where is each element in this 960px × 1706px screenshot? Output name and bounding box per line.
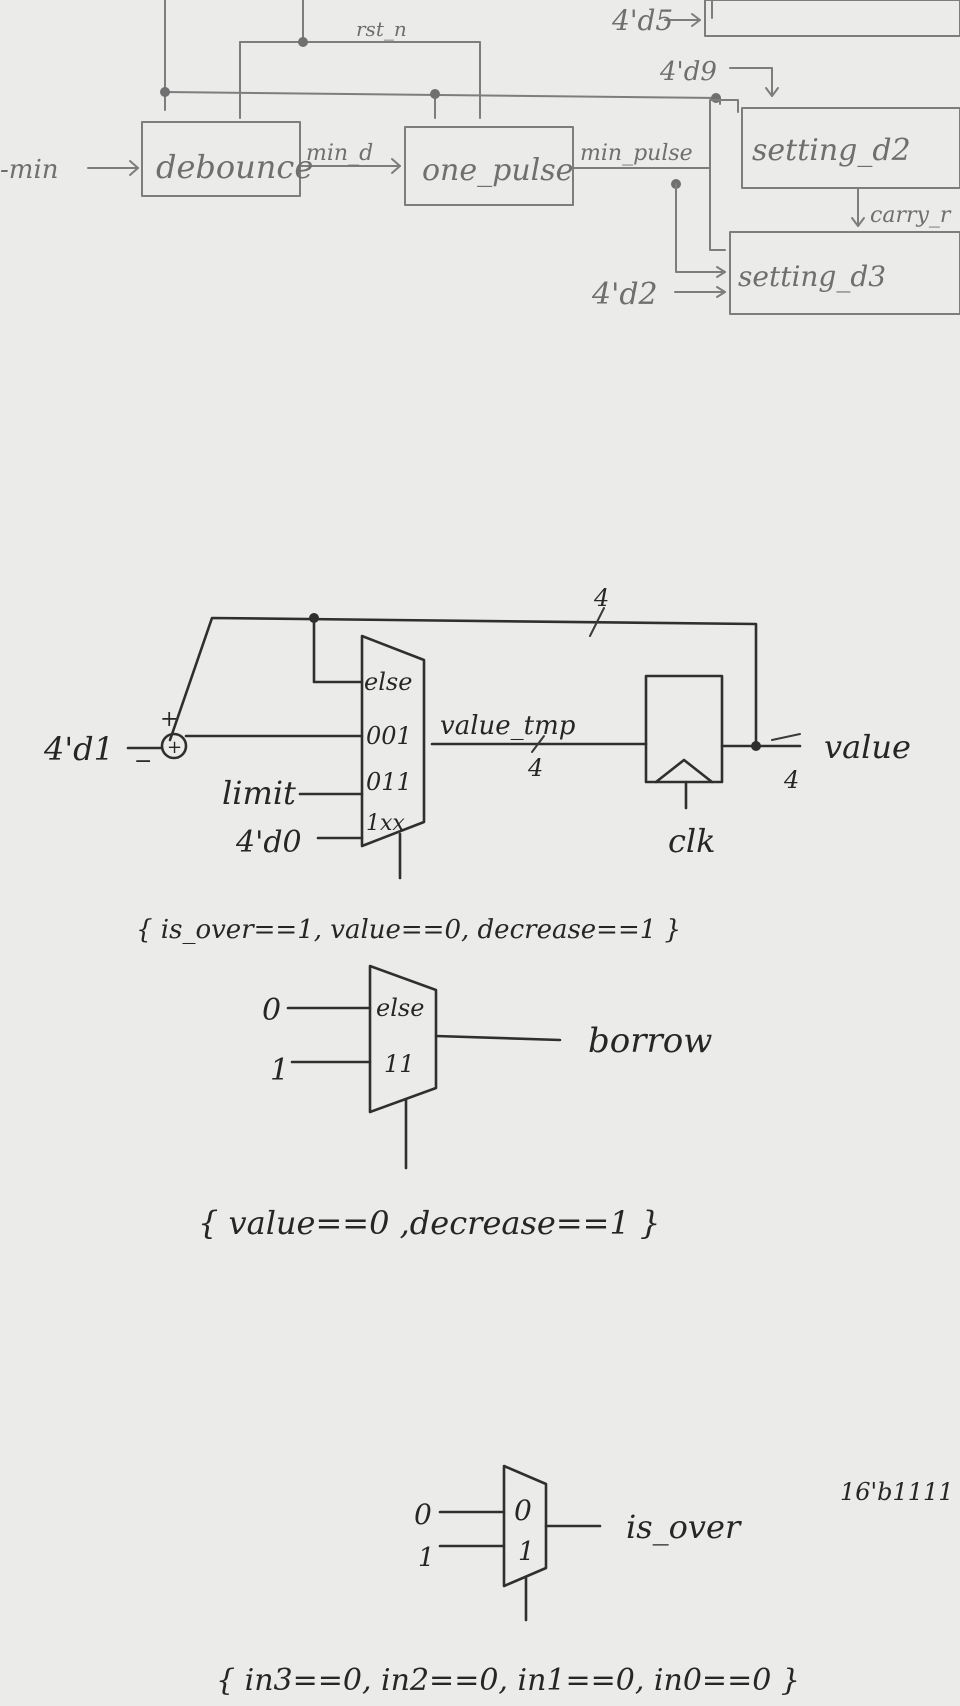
label-width-value: 4 [783,766,799,794]
mux-label-11: 11 [384,1050,415,1078]
junction [160,87,170,97]
setting-d2-box [741,107,960,189]
one-pulse-box [404,126,574,206]
wire-borrow [434,1034,562,1042]
mux-label-1xx: 1xx [366,811,405,836]
wire-clk-bus [164,91,721,105]
label-in1: 1 [270,1053,289,1088]
label-in1: 1 [418,1543,435,1573]
wire-4d9 [729,67,773,97]
label-value: value [824,728,911,766]
adder-minus-sign: − [134,749,152,774]
junction [298,37,308,47]
mux-label-011: 011 [366,768,412,796]
label-debounce: debounce [156,148,313,186]
select-condition-is-over: { in3==0, in2==0, in1==0, in0==0 } [216,1663,800,1698]
label-4d1: 4'd1 [43,730,114,768]
wire-rst-n [239,41,481,119]
arrow-icon [716,286,726,298]
register-dff [644,674,724,784]
bus-slash-icon [771,733,801,741]
value-counter-block: 4 + + − 4'd1 else 001 011 1xx limit 4'd0… [43,584,911,945]
label-4d9: 4'd9 [659,57,717,87]
label-in0: 0 [414,1498,432,1531]
mux-label-0: 0 [514,1494,532,1527]
label-width-tmp: 4 [527,754,543,782]
wire-feedback-bus [168,616,758,746]
label-4d2: 4'd2 [591,277,658,312]
adder-symbol: + [167,737,182,758]
borrow-block: else 11 0 1 borrow { value==0 ,decrease=… [198,964,712,1242]
clock-edge-icon [654,758,714,784]
select-condition-borrow: { value==0 ,decrease==1 } [198,1204,660,1242]
truncated-box-top [704,0,960,37]
is-over-block: 0 1 0 1 is_over { in3==0, in2==0, in1==0… [216,1464,954,1698]
label-limit: limit [222,774,296,812]
label-min-d: min_d [306,141,373,166]
arrow-icon [691,13,701,27]
arrow-icon [716,266,726,278]
label-setting-d3: setting_d3 [738,260,886,293]
label-one-pulse: one_pulse [422,153,573,188]
side-note: 16'b1111 [840,1478,954,1506]
setting-d3-box [729,231,960,315]
select-condition-value: { is_over==1, value==0, decrease==1 } [136,915,681,945]
debounce-box [141,121,301,197]
label-carry: carry_r [870,203,952,228]
label-min-pulse: min_pulse [580,141,693,166]
junction [309,613,319,623]
arrow-icon [851,217,865,227]
label-in0: 0 [262,993,281,1028]
arrow-icon [129,160,139,176]
wire-pulse-to-d3-b [709,167,726,251]
label-4d0: 4'd0 [235,825,302,860]
mux-label-else: else [364,668,412,696]
bus-slash-icon [589,607,605,637]
label-bus-width-top: 4 [593,584,609,612]
bus-slash-icon [531,735,545,753]
label-value-tmp: value_tmp [440,711,576,741]
adder-circle [160,732,188,760]
label-4d5: 4'd5 [611,4,673,37]
mux-label-1: 1 [518,1537,535,1567]
junction [751,741,761,751]
wire-pulse-to-d3 [675,183,726,273]
label-in-min: -min [0,155,59,185]
label-rst-n: rst_n [356,17,407,41]
arrow-icon [765,87,779,97]
wire-min-pulse [572,99,739,169]
adder-plus-sign: + [160,707,178,732]
label-clk: clk [668,822,716,860]
junction [711,93,721,103]
label-borrow: borrow [588,1021,712,1061]
label-setting-d2: setting_d2 [752,133,911,168]
mux-label-else: else [376,994,424,1022]
debounce-pulse-block: -min rst_n debounce min_d one_pulse min_… [0,0,960,315]
mux-borrow [368,964,438,1114]
label-is-over: is_over [626,1508,742,1546]
wire-to-mux-else [312,614,364,684]
mux-label-001: 001 [366,722,412,750]
junction [430,89,440,99]
arrow-icon [391,158,401,174]
mux-value-select [360,634,426,848]
